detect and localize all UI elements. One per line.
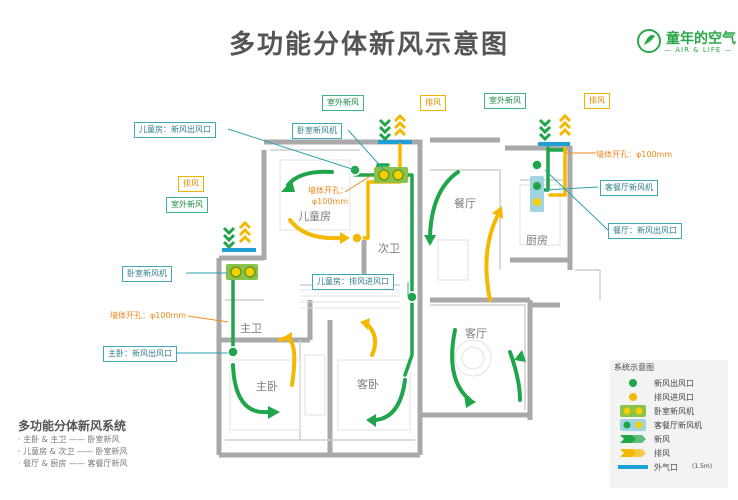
legend-item: 新风 [610, 432, 728, 446]
legend-item: 新风出风口 [610, 376, 728, 390]
legend: 系统示意图 新风出风口 排风进风口 卧室新风机 客餐厅新风机 新风 排风 [610, 360, 728, 488]
exhaust-inlet-dots [351, 232, 363, 244]
room-kitchen: 厨房 [526, 234, 548, 247]
kids-outlet-tag: 儿童房：新风出风口 [134, 122, 216, 138]
exhaust-tag: 排风 [178, 176, 204, 192]
room-master: 主卧 [256, 380, 278, 393]
legend-item: 客餐厅新风机 [610, 418, 728, 432]
legend-item: 卧室新风机 [610, 404, 728, 418]
wall-hole-note: 墙体开孔： φ100mm [308, 186, 348, 206]
outdoor-ports [222, 140, 570, 252]
brand-name: 童年的空气 [666, 31, 736, 47]
room-second-bath: 次卫 [378, 242, 400, 255]
dining-outlet-tag: 餐厅：新风出风口 [608, 223, 682, 239]
bedroom-unit-icons [226, 167, 408, 280]
leaf-icon [637, 29, 661, 53]
living-unit-icon [620, 419, 646, 431]
system-row: · 儿童房 & 次卫 —— 卧室新风 [18, 447, 128, 456]
furniture [229, 159, 561, 431]
fresh-outlet-dots [227, 159, 543, 358]
exhaust-tag: 排风 [420, 95, 446, 111]
system-title: 多功能分体新风系统 [18, 419, 127, 433]
page-title: 多功能分体新风示意图 [228, 30, 509, 60]
hole-leader-lines [187, 152, 596, 323]
system-row: · 主卧 & 主卫 —— 卧室新风 [18, 435, 120, 444]
room-master-bath: 主卫 [240, 322, 262, 335]
bedroom-unit-tag: 卧室新风机 [292, 123, 342, 139]
green-arrow-icon [620, 435, 646, 443]
exhaust-tag: 排风 [584, 93, 610, 109]
chevron-exhaust-icons [238, 113, 572, 244]
legend-item: 外气口 (1.5m) [610, 460, 728, 474]
stairs [300, 289, 400, 309]
brand-logo: 童年的空气 — AIR & LIFE — [636, 26, 736, 56]
leader-lines [170, 128, 609, 354]
living-unit-icon [530, 176, 544, 212]
chevron-fresh-icons [222, 118, 552, 250]
wall-hole-note: 墙体开孔：φ100mm [110, 311, 187, 320]
room-kids: 儿童房 [298, 210, 331, 223]
wall-hole-note: 墙体开孔：φ100mm [596, 150, 673, 159]
green-dot-icon [629, 379, 637, 387]
room-living: 客厅 [465, 327, 487, 340]
system-row: · 餐厅 & 厨房 —— 客餐厅新风 [18, 459, 128, 468]
bedroom-unit-icon [620, 405, 646, 417]
living-unit-tag: 客餐厅新风机 [600, 180, 658, 196]
outdoor-fresh-tag: 室外新风 [166, 197, 208, 213]
master-outlet-tag: 主卧：新风出风口 [103, 346, 177, 362]
brand-slogan: — AIR & LIFE — [664, 46, 733, 54]
outdoor-fresh-tag: 室外新风 [322, 95, 364, 111]
bedroom-unit-tag: 卧室新风机 [122, 266, 172, 282]
yellow-dot-icon [629, 393, 637, 401]
walls [216, 137, 573, 458]
exhaust-arrow-heads [282, 206, 503, 344]
outdoor-fresh-tag: 室外新风 [484, 93, 526, 109]
legend-item: 排风进风口 [610, 390, 728, 404]
yellow-arrow-icon [620, 449, 646, 457]
room-guest: 客卧 [357, 378, 379, 391]
fresh-arrow-heads [268, 180, 526, 427]
kids-exhaust-inlet-tag: 儿童房：排风进风口 [312, 274, 394, 290]
blue-bar-icon [618, 465, 648, 469]
legend-outlet-note: (1.5m) [692, 463, 713, 470]
room-dining: 餐厅 [454, 197, 476, 210]
legend-item: 排风 [610, 446, 728, 460]
legend-title: 系统示意图 [614, 363, 654, 372]
